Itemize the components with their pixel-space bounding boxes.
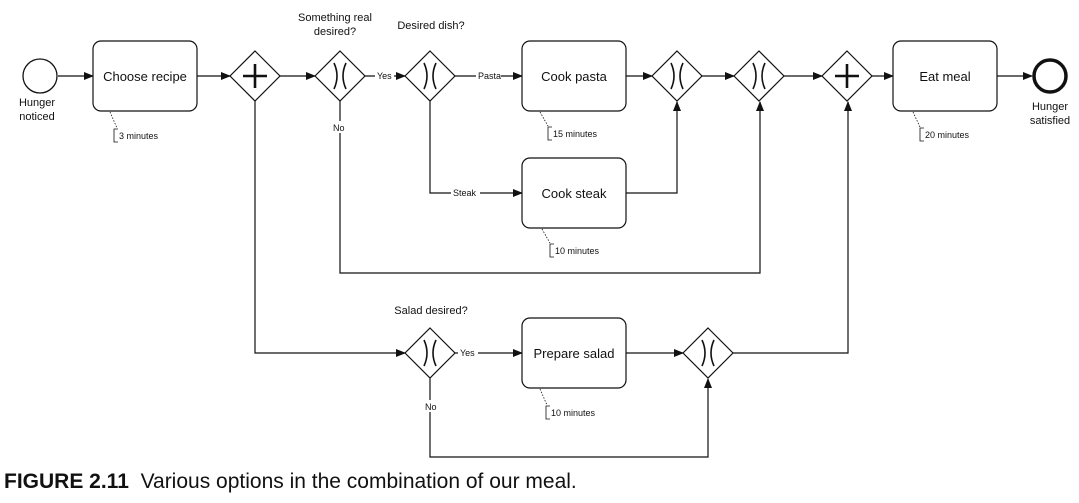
exclusive-gateway-something-real [314, 50, 366, 102]
start-event [22, 58, 58, 94]
x-icon [670, 62, 684, 90]
task-cook-pasta-label: Cook pasta [541, 69, 608, 84]
edge-label-bg [458, 346, 478, 358]
task-choose-recipe-label: Choose recipe [103, 69, 187, 84]
flow-merge3-to-join [733, 101, 852, 354]
anno-assoc-salad [539, 388, 548, 406]
edge-label-no-real: No [333, 123, 345, 133]
task-prepare-salad-label: Prepare salad [534, 346, 615, 361]
edge-label-bg [375, 69, 394, 81]
edge-label-yes-salad: Yes [460, 348, 475, 358]
flow-dish-steak [429, 101, 523, 197]
edge-label-bg [451, 186, 480, 198]
end-event [1032, 58, 1068, 94]
task-cook-pasta [521, 40, 627, 112]
start-event-label-2: noticed [19, 111, 54, 123]
flow-real-no [339, 101, 764, 274]
x-icon [333, 62, 347, 90]
x-icon [423, 339, 437, 367]
edge-label-bg [476, 69, 501, 81]
end-event-label-2: satisfied [1030, 115, 1070, 127]
end-event-label-1: Hunger [1032, 101, 1068, 113]
gateway-something-real-label-2: desired? [314, 26, 356, 38]
gateway-salad-label: Salad desired? [394, 305, 467, 317]
exclusive-gateway-merge-real [733, 50, 785, 102]
bpmn-diagram: Hunger noticed Hunger satisfied Choose r… [19, 12, 1070, 458]
anno-assoc-steak [541, 228, 551, 244]
edge-label-steak: Steak [453, 188, 477, 198]
anno-choose-duration: 3 minutes [119, 131, 159, 141]
anno-eat-duration: 20 minutes [925, 130, 970, 140]
anno-assoc-choose [109, 111, 118, 129]
anno-bracket-choose [113, 128, 118, 143]
task-cook-steak-label: Cook steak [541, 186, 607, 201]
x-icon [701, 339, 715, 367]
exclusive-gateway-desired-dish [404, 50, 456, 102]
figure-caption-text: Various options in the combination of ou… [140, 470, 577, 493]
edge-label-bg [423, 400, 439, 412]
anno-salad-duration: 10 minutes [551, 408, 596, 418]
exclusive-gateway-salad [404, 327, 456, 379]
anno-bracket-steak [549, 243, 554, 258]
anno-bracket-salad [545, 405, 550, 420]
task-eat-meal-label: Eat meal [919, 69, 970, 84]
edge-label-no-salad: No [425, 402, 437, 412]
x-icon [752, 62, 766, 90]
anno-pasta-duration: 15 minutes [553, 129, 598, 139]
anno-bracket-eat [919, 127, 924, 142]
flow-fork-to-salad [254, 101, 406, 357]
task-prepare-salad [521, 317, 627, 389]
task-eat-meal [892, 40, 998, 112]
x-icon [423, 62, 437, 90]
exclusive-gateway-merge-dish [651, 50, 703, 102]
anno-assoc-eat [912, 111, 921, 128]
figure-caption: FIGURE 2.11 Various options in the combi… [4, 470, 577, 494]
start-event-label-1: Hunger [19, 97, 55, 109]
anno-assoc-pasta [539, 111, 549, 127]
edge-label-bg [331, 121, 347, 133]
edge-label-pasta: Pasta [478, 71, 501, 81]
task-cook-steak [521, 157, 627, 229]
gateway-desired-dish-label: Desired dish? [397, 20, 464, 32]
exclusive-gateway-merge-salad [682, 327, 734, 379]
plus-icon [835, 64, 859, 88]
anno-bracket-pasta [547, 126, 552, 141]
flow-steak-to-merge1 [626, 101, 681, 194]
gateway-something-real-label-1: Something real [298, 12, 372, 24]
task-choose-recipe [92, 40, 198, 112]
flow-salad-no [429, 378, 712, 458]
edge-label-yes-real: Yes [377, 71, 392, 81]
anno-steak-duration: 10 minutes [555, 246, 600, 256]
plus-icon [243, 64, 267, 88]
figure-number: FIGURE 2.11 [4, 470, 129, 493]
